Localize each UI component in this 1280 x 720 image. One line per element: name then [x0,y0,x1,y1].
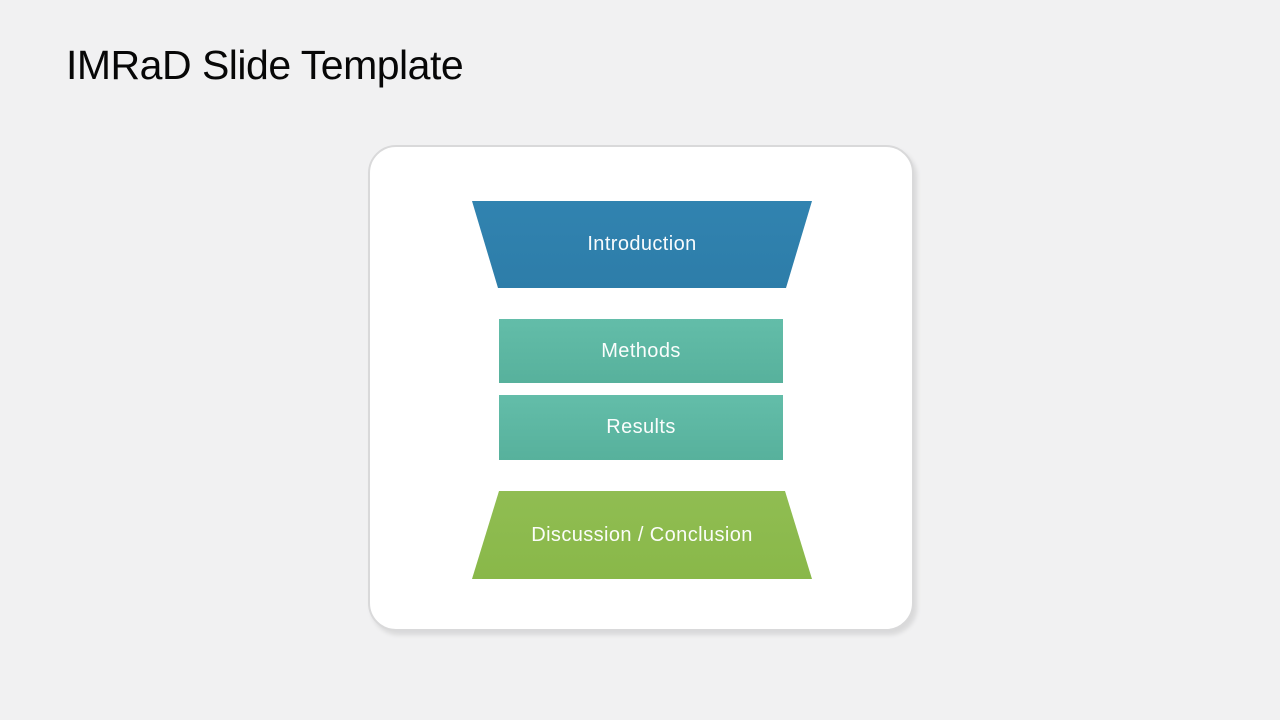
funnel-stage-methods: Methods [499,319,783,383]
funnel-stage-results-label: Results [606,416,676,438]
funnel-stage-methods-label: Methods [601,339,681,362]
funnel-stage-discussion-conclusion: Discussion / Conclusion [472,491,812,579]
funnel-stage-introduction: Introduction [472,201,812,288]
content-card: Introduction Methods Results Discussion … [368,145,914,631]
funnel-stage-introduction-label: Introduction [587,233,697,255]
funnel-stage-results: Results [499,395,783,460]
slide-title: IMRaD Slide Template [66,42,464,88]
funnel-stage-discussion-conclusion-label: Discussion / Conclusion [531,523,753,546]
